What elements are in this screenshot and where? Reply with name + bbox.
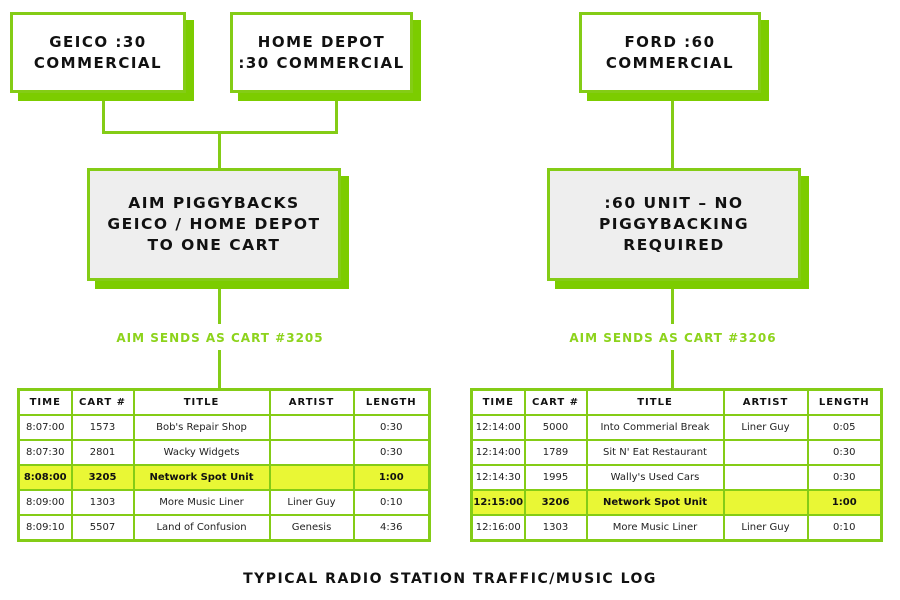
column-header: TITLE [132,388,271,416]
table-cell: Land of Confusion [132,514,271,542]
box-text: GEICO :30 COMMERCIAL [33,32,163,72]
table-cell: Network Spot Unit [132,464,271,491]
connector [335,98,338,134]
ford-commercial-box: FORD :60 COMMERCIAL [579,12,761,93]
table-cell: 0:30 [352,414,431,441]
table-cell: 12:14:00 [470,439,526,466]
table-cell: 2801 [70,439,135,466]
table-cell: Bob's Repair Shop [132,414,271,441]
table-cell: 12:14:30 [470,464,526,491]
no-piggyback-box: :60 UNIT – NO PIGGYBACKING REQUIRED [547,168,801,281]
cart-label-left: AIM SENDS AS CART #3205 [116,331,324,345]
cart-label-right: AIM SENDS AS CART #3206 [569,331,777,345]
table-cell: 3205 [70,464,135,491]
table-cell: Liner Guy [722,514,809,542]
table-cell: 8:09:10 [17,514,73,542]
column-header: CART # [70,388,135,416]
table-cell: Network Spot Unit [585,489,725,516]
table-cell: 1303 [523,514,588,542]
table-cell: 8:08:00 [17,464,73,491]
table-cell: 1573 [70,414,135,441]
table-cell: 8:07:00 [17,414,73,441]
table-cell: 0:05 [806,414,883,441]
table-cell: 1789 [523,439,588,466]
table-cell: 1303 [70,489,135,516]
connector [218,288,221,324]
table-cell: 12:16:00 [470,514,526,542]
piggyback-box: AIM PIGGYBACKS GEICO / HOME DEPOT TO ONE… [87,168,341,281]
column-header: TIME [17,388,73,416]
table-cell [722,464,809,491]
home-depot-commercial-box: HOME DEPOT :30 COMMERCIAL [230,12,413,93]
column-header: ARTIST [268,388,355,416]
table-cell [268,414,355,441]
connector [218,131,221,171]
connector [671,98,674,170]
table-cell: Wally's Used Cars [585,464,725,491]
geico-commercial-box: GEICO :30 COMMERCIAL [10,12,186,93]
table-cell: 1995 [523,464,588,491]
table-cell: 1:00 [352,464,431,491]
table-cell: 0:30 [806,464,883,491]
column-header: TITLE [585,388,725,416]
table-cell [268,464,355,491]
caption: TYPICAL RADIO STATION TRAFFIC/MUSIC LOG [243,571,657,587]
table-cell: Sit N' Eat Restaurant [585,439,725,466]
table-cell: 8:07:30 [17,439,73,466]
box-text: HOME DEPOT :30 COMMERCIAL [238,32,405,72]
table-cell: More Music Liner [132,489,271,516]
table-cell: Into Commerial Break [585,414,725,441]
table-cell: 1:00 [806,489,883,516]
table-cell: 3206 [523,489,588,516]
table-cell: 0:30 [806,439,883,466]
table-cell [722,489,809,516]
table-cell: 4:36 [352,514,431,542]
table-cell: 12:14:00 [470,414,526,441]
table-cell: Wacky Widgets [132,439,271,466]
box-text: FORD :60 COMMERCIAL [605,32,735,72]
table-cell: Liner Guy [268,489,355,516]
box-text: AIM PIGGYBACKS GEICO / HOME DEPOT TO ONE… [107,194,321,254]
connector [218,350,221,390]
column-header: LENGTH [352,388,431,416]
column-header: LENGTH [806,388,883,416]
table-cell: 5507 [70,514,135,542]
table-cell [722,439,809,466]
box-text: :60 UNIT – NO PIGGYBACKING REQUIRED [598,194,750,254]
table-cell: 12:15:00 [470,489,526,516]
table-cell: More Music Liner [585,514,725,542]
table-cell: Genesis [268,514,355,542]
connector [671,288,674,324]
table-cell: 0:10 [806,514,883,542]
table-cell: Liner Guy [722,414,809,441]
table-cell: 0:10 [352,489,431,516]
table-cell: 0:30 [352,439,431,466]
table-cell: 8:09:00 [17,489,73,516]
table-cell: 5000 [523,414,588,441]
column-header: TIME [470,388,526,416]
connector [102,98,105,134]
connector [671,350,674,390]
column-header: ARTIST [722,388,809,416]
column-header: CART # [523,388,588,416]
table-cell [268,439,355,466]
